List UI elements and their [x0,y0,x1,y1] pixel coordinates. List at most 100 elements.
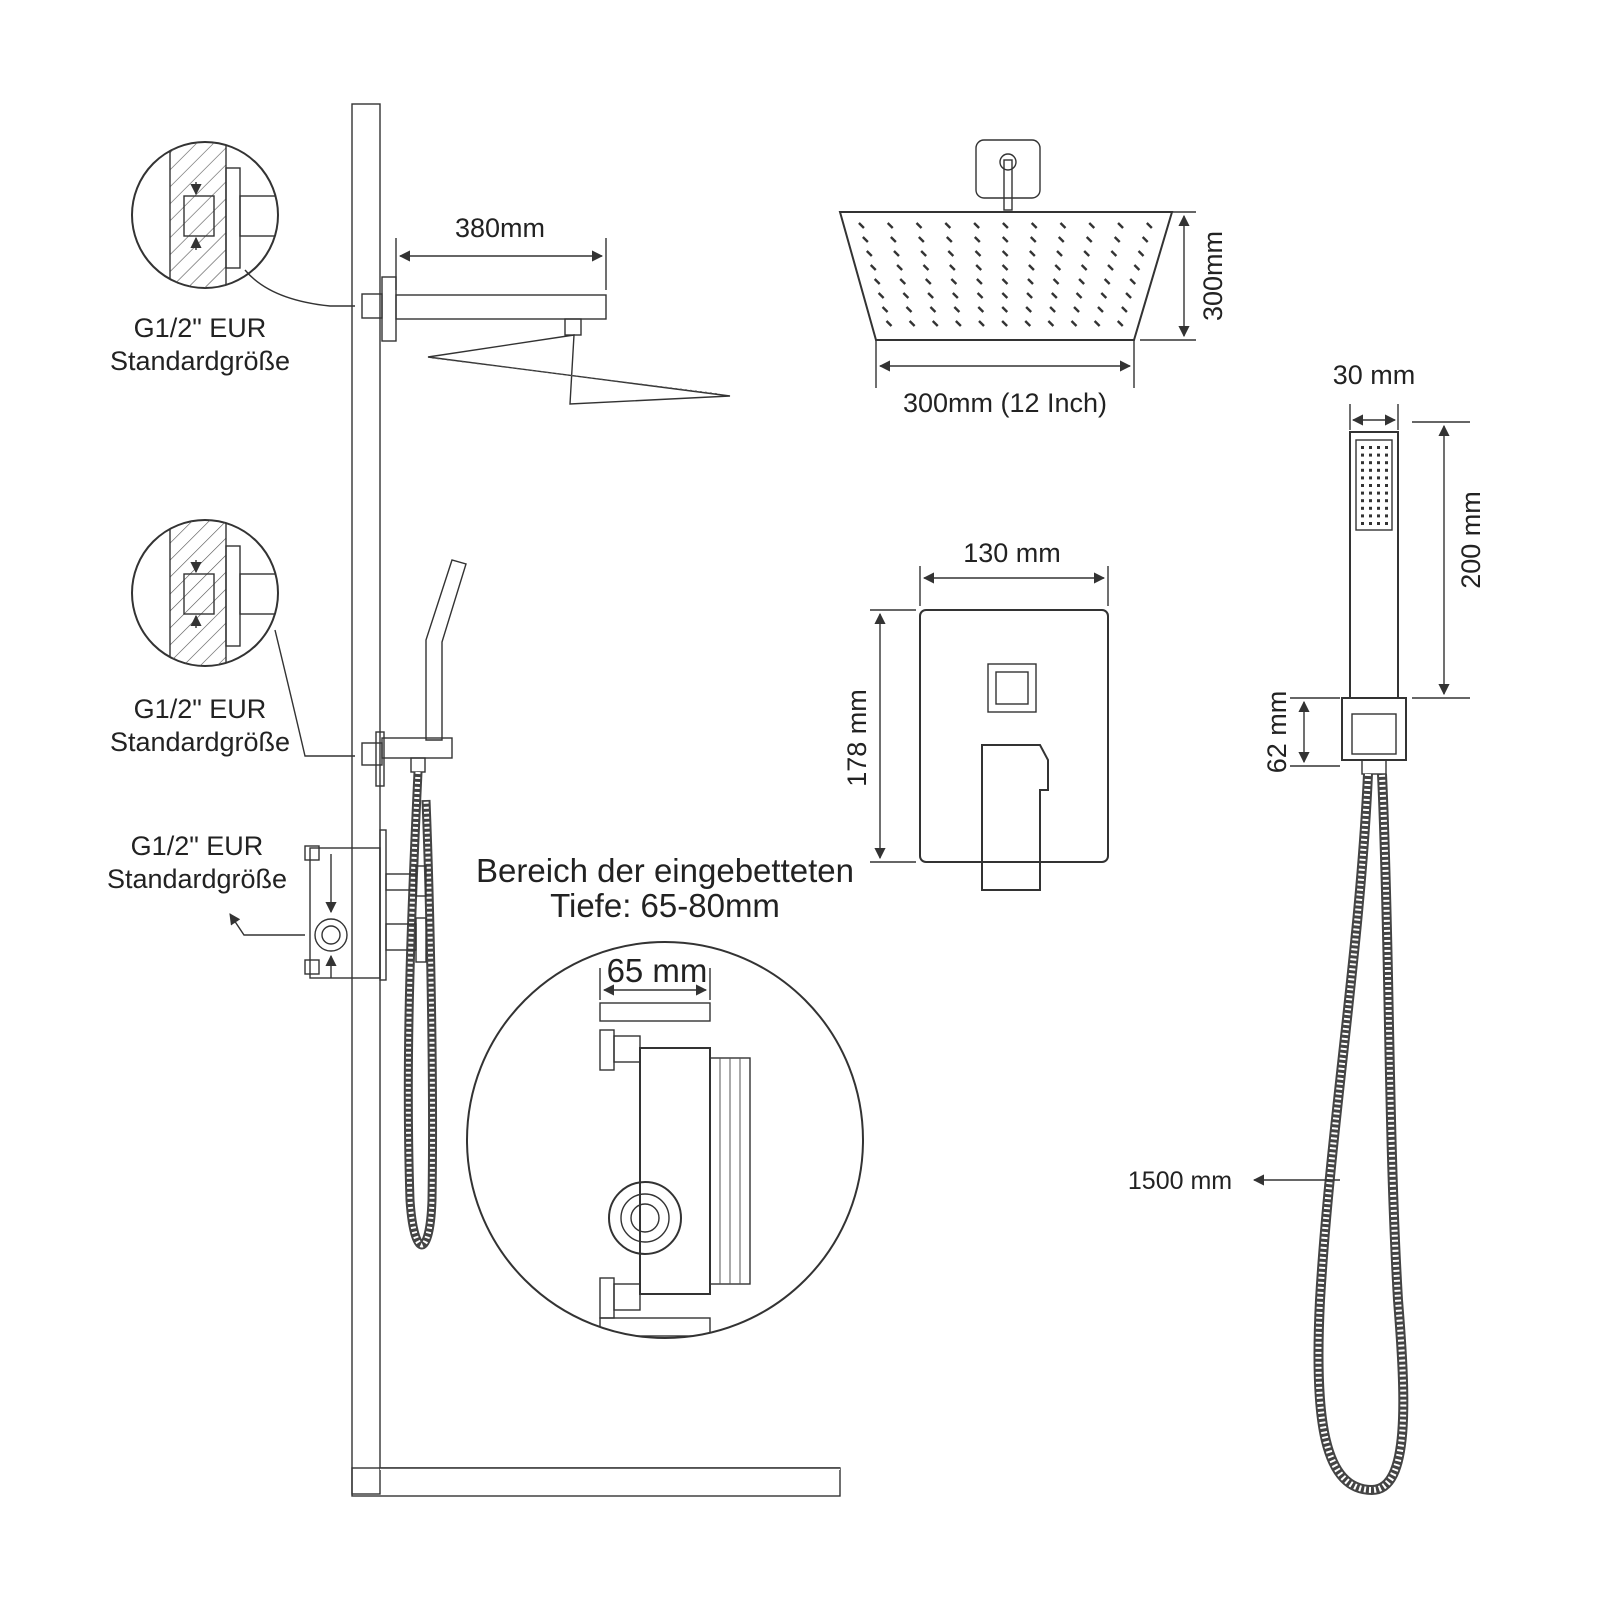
nozzle-dot [899,278,907,285]
nozzle-dot [1028,250,1036,257]
hand-shower-nozzles [1361,446,1388,525]
hand-nozzle-dot [1385,522,1388,525]
nozzle-dot [1047,320,1055,327]
hand-nozzle-dot [1361,453,1364,457]
connector-top-line1: G1/2" EUR [134,313,267,343]
nozzle-dot [905,306,913,313]
nozzle-dot [1137,250,1145,257]
nozzle-dot [885,320,893,327]
nozzle-dot [1103,278,1111,285]
connector-mid-line2: Standardgröße [110,727,290,757]
nozzle-dot [1133,264,1141,271]
nozzle-dot [1125,292,1132,299]
hand-nozzle-dot [1377,446,1380,449]
nozzle-dot [877,292,885,299]
hand-nozzle-dot [1369,499,1372,503]
nozzle-dot [1049,306,1056,313]
hand-nozzle-dot [1385,506,1388,510]
nozzle-dot [929,306,937,313]
hand-nozzle-dot [1369,506,1372,510]
head-height-label: 300mm [1198,231,1228,321]
hand-nozzle-dot [1385,461,1388,465]
hand-shower-side [361,559,467,1250]
hand-nozzle-dot [1377,476,1380,480]
hand-nozzle-dot [1361,468,1364,472]
nozzle-dot [973,222,980,229]
nozzle-dot [973,236,981,243]
nozzle-dot [945,236,953,243]
nozzle-dot [1027,278,1034,285]
control-plate-front [919,609,1109,891]
nozzle-dot [1093,320,1101,327]
arm-length-dimension [395,238,607,290]
nozzle-dot [858,222,865,229]
hand-nozzle-dot [1361,506,1364,510]
hand-nozzle-dot [1361,491,1364,495]
nozzle-dot [1052,278,1060,285]
nozzle-dot [1001,236,1009,243]
hand-nozzle-dot [1377,468,1380,472]
nozzle-dot [915,222,923,229]
shower-arm-side [361,276,731,405]
nozzle-dot [1117,222,1124,229]
nozzle-dot [869,264,877,271]
nozzle-dot [865,250,873,257]
embed-title-line1: Bereich der eingebetteten [476,852,854,889]
nozzle-dot [890,236,897,243]
hand-nozzle-dot [1385,491,1388,495]
hand-nozzle-dot [1377,514,1380,518]
hand-nozzle-dot [1377,461,1380,465]
hand-nozzle-dot [1361,476,1364,480]
hand-nozzle-dot [1377,484,1380,487]
nozzle-dot [974,250,982,257]
nozzle-dot [1083,250,1091,257]
handheld-width-dimension [1349,404,1399,430]
head-width-dimension [875,340,1135,388]
nozzle-dot [917,236,925,243]
nozzle-dot [955,320,962,327]
plate-width-label: 130 mm [963,538,1061,568]
wall [351,103,841,1497]
hand-nozzle-dot [1385,499,1388,503]
nozzle-dot [1002,222,1009,229]
nozzle-dot [1073,306,1080,313]
embed-depth-label: 65 mm [607,952,708,989]
nozzle-dot [1001,264,1009,271]
nozzle-dot [927,292,934,299]
plate-height-dimension [870,609,916,863]
hand-nozzle-dot [1361,514,1364,518]
arm-length-label: 380mm [455,213,545,243]
nozzle-dot [975,264,983,271]
nozzle-dot [1001,250,1009,257]
nozzle-dot [1059,222,1067,229]
nozzle-dot [1029,236,1037,243]
nozzle-dot [862,236,869,243]
nozzle-dot [1145,222,1153,229]
handheld-length-label: 200 mm [1456,491,1486,589]
nozzle-dot [1050,292,1058,299]
plate-height-label: 178 mm [842,689,872,787]
hand-nozzle-dot [1377,499,1380,503]
nozzle-dot [922,264,930,271]
nozzle-dot [1026,292,1033,299]
hand-nozzle-dot [1369,491,1372,495]
hand-nozzle-dot [1385,468,1388,472]
nozzle-dot [1121,306,1128,313]
handheld-width-label: 30 mm [1333,360,1416,390]
nozzle-dot [1001,320,1008,327]
nozzle-dot [1129,278,1137,285]
connector-bot-line2: Standardgröße [107,864,287,894]
nozzle-dot [1141,236,1149,243]
hand-nozzle-dot [1369,522,1372,525]
nozzle-dot [1024,320,1032,327]
nozzle-dot [1088,222,1096,229]
hand-nozzle-dot [1361,499,1364,503]
hand-nozzle-dot [1369,514,1372,518]
hand-nozzle-dot [1385,476,1388,480]
connector-top-line2: Standardgröße [110,346,290,376]
nozzle-dot [1078,278,1085,285]
hand-nozzle-dot [1385,446,1388,449]
nozzle-dot [944,222,952,229]
